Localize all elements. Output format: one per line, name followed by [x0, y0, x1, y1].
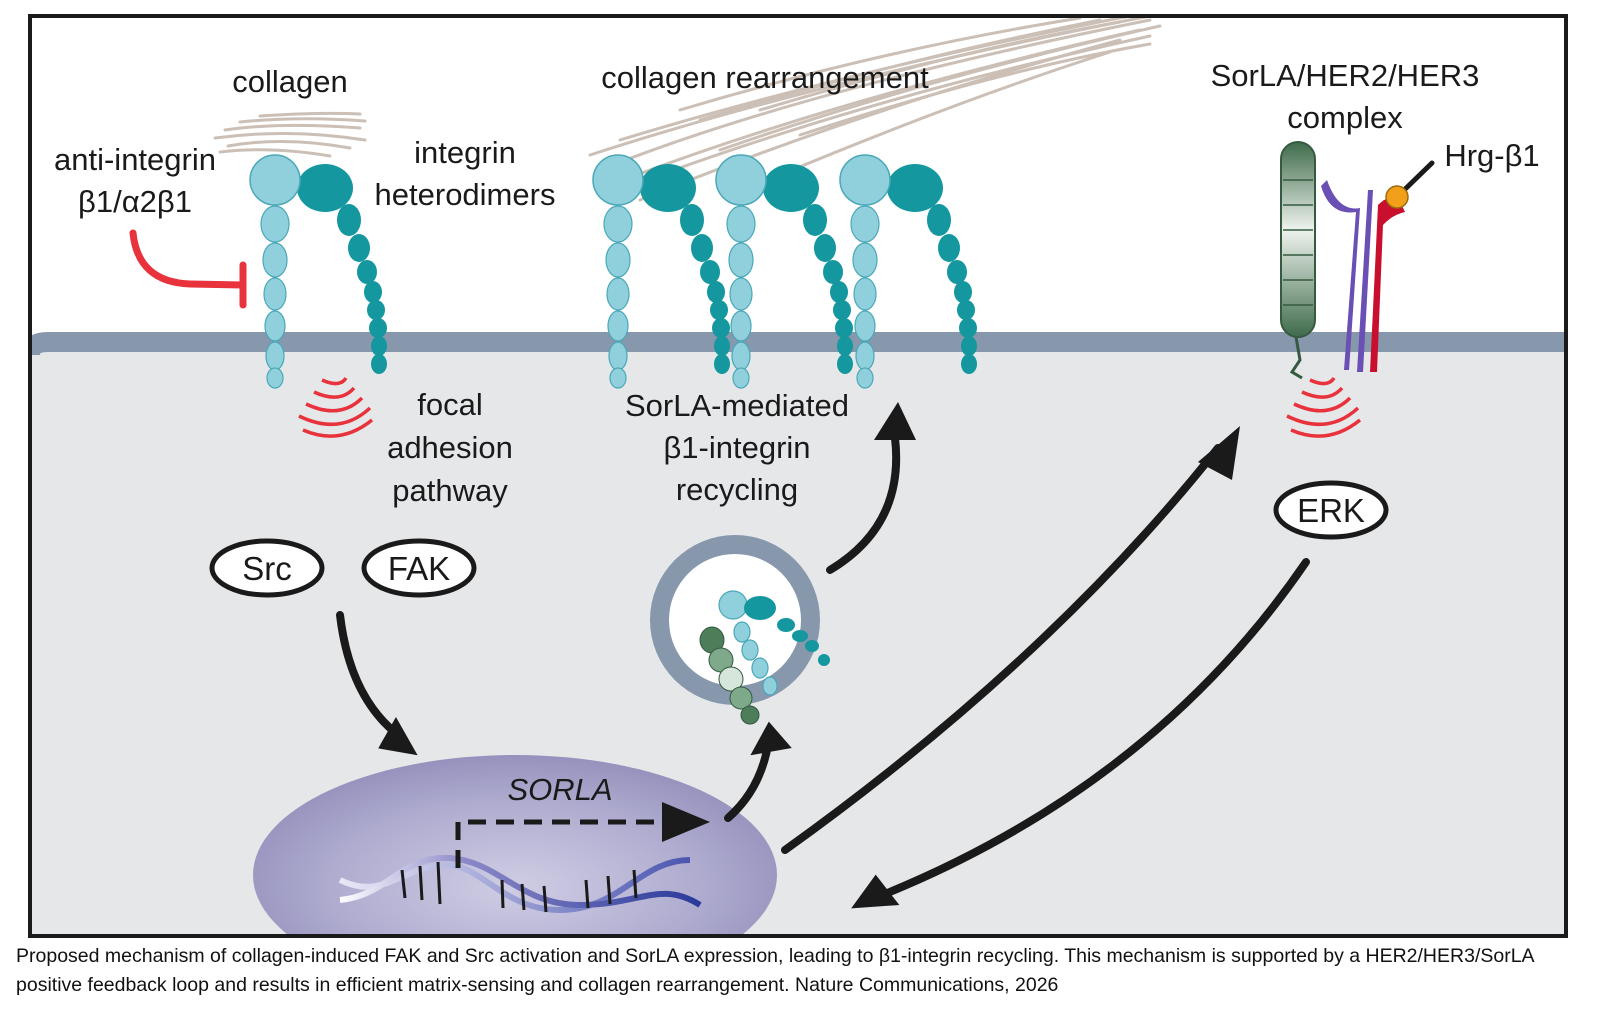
anti-integrin-label-line2: β1/α2β1 — [78, 184, 192, 219]
vesicle-integrin-alpha — [744, 596, 830, 666]
integrin-heterodimer — [839, 154, 977, 389]
sorla-receptor — [1280, 141, 1316, 380]
figure-frame — [28, 14, 1568, 938]
integrin-heterodimer — [249, 154, 387, 389]
focal-label-line2: adhesion — [387, 430, 513, 465]
erk-node: ERK — [1273, 480, 1389, 540]
focal-label-line1: focal — [417, 387, 482, 422]
inhibition-icon — [129, 229, 247, 309]
hrg-label: Hrg-β1 — [1444, 138, 1539, 173]
vesicle-integrin — [718, 590, 778, 696]
complex-label-line1: SorLA/HER2/HER3 — [1211, 58, 1480, 93]
pathway-arrows — [336, 434, 1310, 904]
figure-caption: Proposed mechanism of collagen-induced F… — [16, 945, 1534, 996]
src-node: Src — [209, 538, 325, 598]
integrin-heterodimer — [715, 154, 853, 389]
recycling-label-line1: SorLA-mediated — [625, 388, 849, 423]
focal-label-line3: pathway — [392, 473, 508, 508]
mechanism-diagram: collagen collagen rearrangement SorLA/HE… — [28, 14, 1568, 938]
recycling-vesicle — [650, 535, 830, 725]
arrow-nucleus-to-complex — [781, 444, 1222, 854]
dna-helix — [338, 854, 702, 914]
sorla-gene-label: SORLA — [507, 772, 612, 807]
cell-background — [30, 16, 1566, 936]
signal-waves-icon-erk — [1286, 376, 1362, 438]
recycling-label-line2: β1-integrin — [663, 430, 810, 465]
integrin-heterodimer — [592, 154, 730, 389]
arrow-nucleus-to-vesicle — [724, 741, 772, 822]
collagen-rearrangement-label: collagen rearrangement — [601, 60, 929, 95]
fak-label: FAK — [388, 550, 450, 587]
arrow-erk-to-nucleus — [866, 558, 1310, 904]
her2-receptor — [1321, 180, 1373, 372]
complex-label-line2: complex — [1287, 100, 1403, 135]
collagen-label: collagen — [232, 64, 347, 99]
arrow-vesicle-to-membrane — [826, 434, 901, 574]
vesicle-sorla — [699, 626, 760, 725]
src-label: Src — [242, 550, 292, 587]
erk-label: ERK — [1297, 492, 1365, 529]
collagen-fibers-rearranged — [588, 16, 1162, 202]
recycling-label-line3: recycling — [676, 472, 798, 507]
collagen-fibers-left — [213, 111, 367, 158]
arrowheads — [378, 402, 1240, 909]
integrin-heterodimers — [249, 154, 977, 389]
integrin-label-line2: heterodimers — [375, 177, 556, 212]
fak-node: FAK — [361, 538, 477, 598]
hrg-ligand-icon — [1385, 160, 1435, 209]
nucleus — [253, 755, 777, 936]
transcription-arrow — [455, 819, 690, 868]
anti-integrin-label-line1: anti-integrin — [54, 142, 216, 177]
integrin-label-line1: integrin — [414, 135, 516, 170]
signal-waves-icon — [298, 376, 374, 438]
